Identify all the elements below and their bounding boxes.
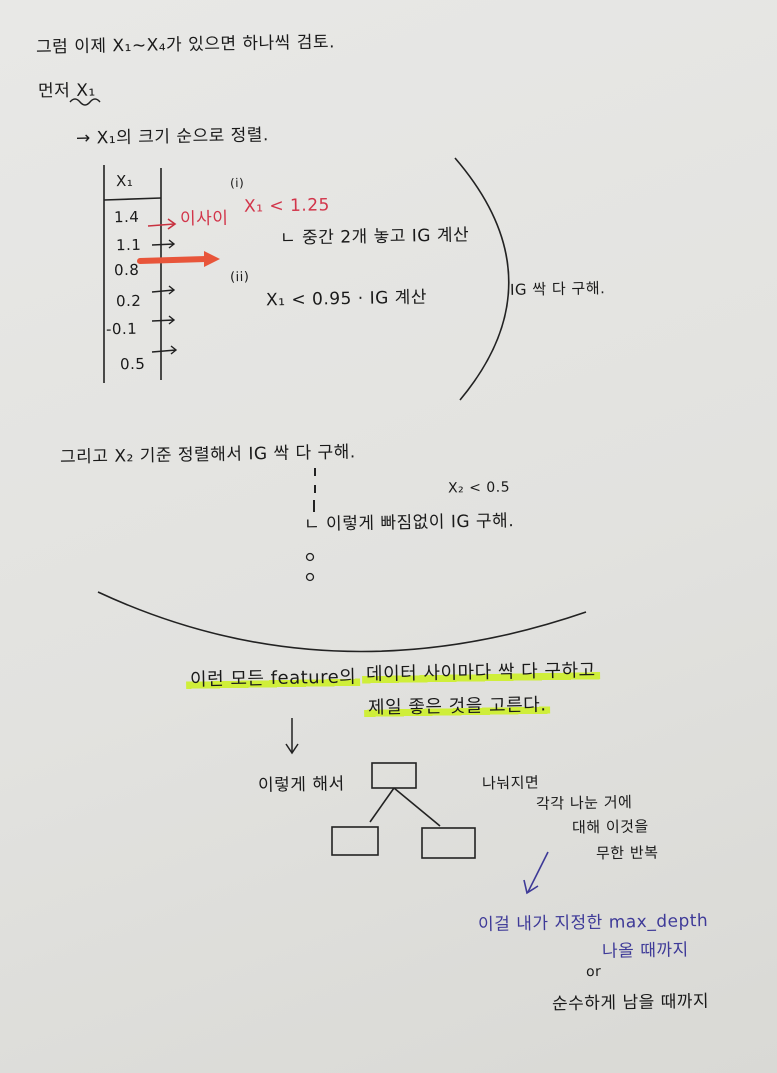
bowl-arc <box>97 591 587 653</box>
blue-arrow <box>523 851 549 895</box>
tree-right-text-3: 대해 이것을 <box>571 817 649 837</box>
first-prefix: 먼저 <box>37 80 71 102</box>
table-cell: 1.1 <box>115 235 142 255</box>
highlight-line-1a: 이런 모든 feature의 <box>185 662 361 691</box>
split1-label: 이사이 <box>179 208 229 230</box>
split1-description: ㄴ 중간 2개 놓고 IG 계산 <box>279 225 470 249</box>
orange-arrow <box>137 256 209 264</box>
sort-instruction: → X₁의 크기 순으로 정렬. <box>75 125 270 149</box>
small-arrows <box>151 239 178 355</box>
or-text: or <box>585 963 602 981</box>
table-header: X₁ <box>115 171 134 191</box>
first-variable: X₁ <box>76 80 96 101</box>
highlight-text: 데이터 사이마다 싹 다 구하고 <box>361 659 600 686</box>
split2-marker: (ii) <box>229 269 250 286</box>
tree-right-text-2: 각각 나눈 거에 <box>535 793 633 813</box>
table-cell: 0.2 <box>115 291 142 311</box>
table-cell: 0.5 <box>119 354 146 374</box>
split2-description: X₁ < 0.95 · IG 계산 <box>265 287 428 311</box>
table-cell: -0.1 <box>105 319 138 339</box>
stop-condition-3: 순수하게 남을 때까지 <box>551 991 710 1015</box>
tree-right-text-1: 나눠지면 <box>481 773 540 793</box>
x2-description: ㄴ 이렇게 빠짐없이 IG 구해. <box>303 511 515 535</box>
table-cell: 1.4 <box>113 207 140 227</box>
highlight-line-1b: 데이터 사이마다 싹 다 구하고 <box>361 656 600 686</box>
stop-condition-1: 이걸 내가 지정한 max_depth <box>477 910 709 936</box>
intro-line: 그럼 이제 X₁~X₄가 있으면 하나씩 검토. <box>35 32 336 58</box>
tree-right-text-4: 무한 반복 <box>595 843 659 863</box>
vertical-dots <box>313 468 316 512</box>
down-arrow <box>285 718 299 755</box>
first-label: 먼저 X₁ <box>38 75 96 101</box>
tree-left-text: 이렇게 해서 <box>257 774 345 796</box>
split1-marker: (i) <box>229 175 245 191</box>
red-arrow <box>147 223 175 227</box>
stop-condition-2: 나올 때까지 <box>601 940 689 962</box>
x2-condition: X₂ < 0.5 <box>447 479 511 497</box>
tree-diagram <box>331 762 476 859</box>
squiggle-underline <box>69 98 101 106</box>
table-header-line <box>103 197 162 201</box>
highlight-text: 이런 모든 feature의 <box>185 666 361 691</box>
highlight-text: 제일 좋은 것을 고른다. <box>363 694 551 719</box>
brace-arc <box>454 157 510 401</box>
x2-section-heading: 그리고 X₂ 기준 정렬해서 IG 싹 다 구해. <box>59 442 356 468</box>
split1-condition: X₁ < 1.25 <box>243 195 331 217</box>
table-cell: 0.8 <box>113 260 140 280</box>
brace-note: IG 싹 다 구해. <box>509 279 606 299</box>
highlight-line-2: 제일 좋은 것을 고른다. <box>363 690 551 719</box>
